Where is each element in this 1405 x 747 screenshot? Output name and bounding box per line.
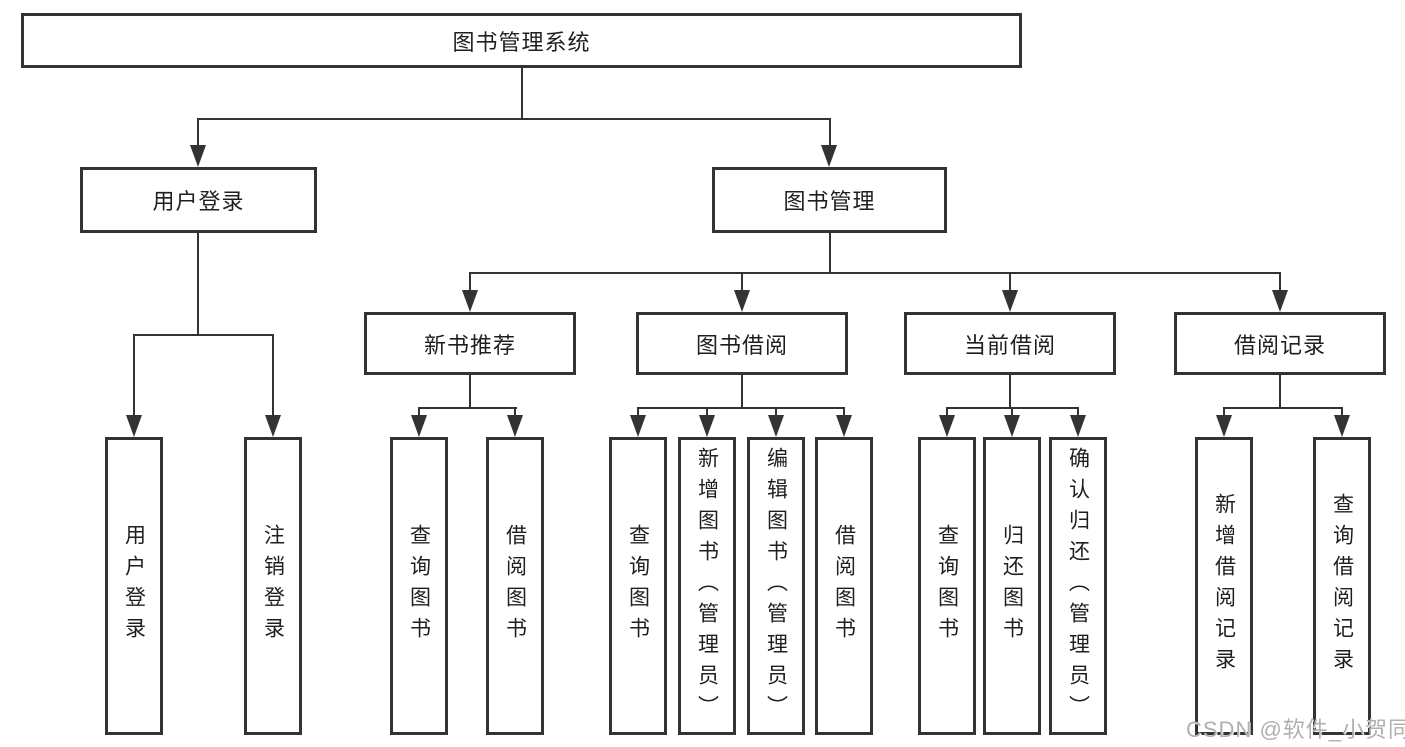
- arrow-down-icon: [1004, 415, 1020, 437]
- leaf-add-borrow-record: 新增借阅记录: [1195, 437, 1253, 735]
- connector-line: [469, 272, 471, 290]
- node-book-management: 图书管理: [712, 167, 947, 233]
- leaf-label: 借阅图书: [832, 524, 856, 648]
- leaf-logout: 注销登录: [244, 437, 302, 735]
- connector-line: [741, 375, 743, 409]
- arrow-down-icon: [939, 415, 955, 437]
- leaf-label: 借阅图书: [503, 524, 527, 648]
- connector-line: [843, 407, 845, 417]
- arrow-down-icon: [190, 145, 206, 167]
- connector-line: [706, 407, 708, 417]
- connector-line: [197, 118, 199, 146]
- arrow-down-icon: [1216, 415, 1232, 437]
- arrow-down-icon: [630, 415, 646, 437]
- node-book-borrowing: 图书借阅: [636, 312, 848, 375]
- node-label: 用户登录: [152, 189, 245, 214]
- connector-line: [1009, 375, 1011, 409]
- node-new-book-recommend: 新书推荐: [364, 312, 576, 375]
- connector-line: [829, 118, 831, 146]
- leaf-confirm-return-admin: 确认归还（管理员）: [1049, 437, 1107, 735]
- connector-line: [469, 375, 471, 409]
- leaf-label: 新增图书（管理员）: [695, 446, 719, 726]
- arrow-down-icon: [1002, 290, 1018, 312]
- connector-line: [1011, 407, 1013, 417]
- leaf-label: 查询借阅记录: [1330, 493, 1354, 679]
- leaf-borrow-books-recommend: 借阅图书: [486, 437, 544, 735]
- node-library-management-system: 图书管理系统: [21, 13, 1022, 68]
- connector-line: [775, 407, 777, 417]
- connector-line: [1279, 375, 1281, 409]
- connector-line: [272, 334, 274, 415]
- node-label: 新书推荐: [423, 332, 516, 358]
- arrow-down-icon: [411, 415, 427, 437]
- connector-line: [1009, 272, 1011, 290]
- leaf-label: 注销登录: [261, 524, 285, 648]
- arrow-down-icon: [734, 290, 750, 312]
- leaf-label: 归还图书: [1000, 524, 1024, 648]
- leaf-label: 查询图书: [935, 524, 959, 648]
- arrow-down-icon: [265, 415, 281, 437]
- leaf-return-books: 归还图书: [983, 437, 1041, 735]
- leaf-query-books-borrowing: 查询图书: [609, 437, 667, 735]
- node-user-login: 用户登录: [80, 167, 317, 233]
- leaf-label: 编辑图书（管理员）: [764, 446, 788, 726]
- node-label: 当前借阅: [963, 332, 1056, 358]
- connector-line: [1223, 407, 1343, 409]
- csdn-watermark: CSDN @软件_小贺同学: [1186, 717, 1405, 742]
- node-label: 图书借阅: [695, 332, 788, 358]
- leaf-borrow-books-borrowing: 借阅图书: [815, 437, 873, 735]
- arrow-down-icon: [1272, 290, 1288, 312]
- leaf-add-books-admin: 新增图书（管理员）: [678, 437, 736, 735]
- arrow-down-icon: [126, 415, 142, 437]
- arrow-down-icon: [699, 415, 715, 437]
- node-borrowing-records: 借阅记录: [1174, 312, 1386, 375]
- connector-line: [514, 407, 516, 417]
- leaf-user-login: 用户登录: [105, 437, 163, 735]
- leaf-query-borrow-record: 查询借阅记录: [1313, 437, 1371, 735]
- arrow-down-icon: [821, 145, 837, 167]
- connector-line: [946, 407, 948, 417]
- node-label: 借阅记录: [1233, 332, 1326, 358]
- arrow-down-icon: [462, 290, 478, 312]
- connector-line: [1223, 407, 1225, 417]
- connector-line: [829, 233, 831, 274]
- connector-line: [1077, 407, 1079, 417]
- connector-line: [197, 118, 831, 120]
- node-label: 图书管理系统: [452, 29, 591, 55]
- arrow-down-icon: [836, 415, 852, 437]
- arrow-down-icon: [507, 415, 523, 437]
- connector-line: [418, 407, 517, 409]
- leaf-query-books-current: 查询图书: [918, 437, 976, 735]
- connector-line: [637, 407, 845, 409]
- connector-line: [133, 334, 135, 415]
- leaf-label: 查询图书: [626, 524, 650, 648]
- arrow-down-icon: [1070, 415, 1086, 437]
- leaf-edit-books-admin: 编辑图书（管理员）: [747, 437, 805, 735]
- connector-line: [418, 407, 420, 417]
- arrow-down-icon: [768, 415, 784, 437]
- leaf-label: 新增借阅记录: [1212, 493, 1236, 679]
- connector-line: [469, 272, 1281, 274]
- leaf-label: 查询图书: [407, 524, 431, 648]
- connector-line: [1279, 272, 1281, 290]
- connector-line: [197, 233, 199, 336]
- connector-line: [1341, 407, 1343, 417]
- leaf-query-books-recommend: 查询图书: [390, 437, 448, 735]
- arrow-down-icon: [1334, 415, 1350, 437]
- leaf-label: 用户登录: [122, 524, 146, 648]
- node-label: 图书管理: [783, 189, 876, 214]
- node-current-borrowing: 当前借阅: [904, 312, 1116, 375]
- connector-line: [521, 68, 523, 118]
- connector-line: [637, 407, 639, 417]
- connector-line: [133, 334, 274, 336]
- connector-line: [741, 272, 743, 290]
- leaf-label: 确认归还（管理员）: [1066, 446, 1090, 726]
